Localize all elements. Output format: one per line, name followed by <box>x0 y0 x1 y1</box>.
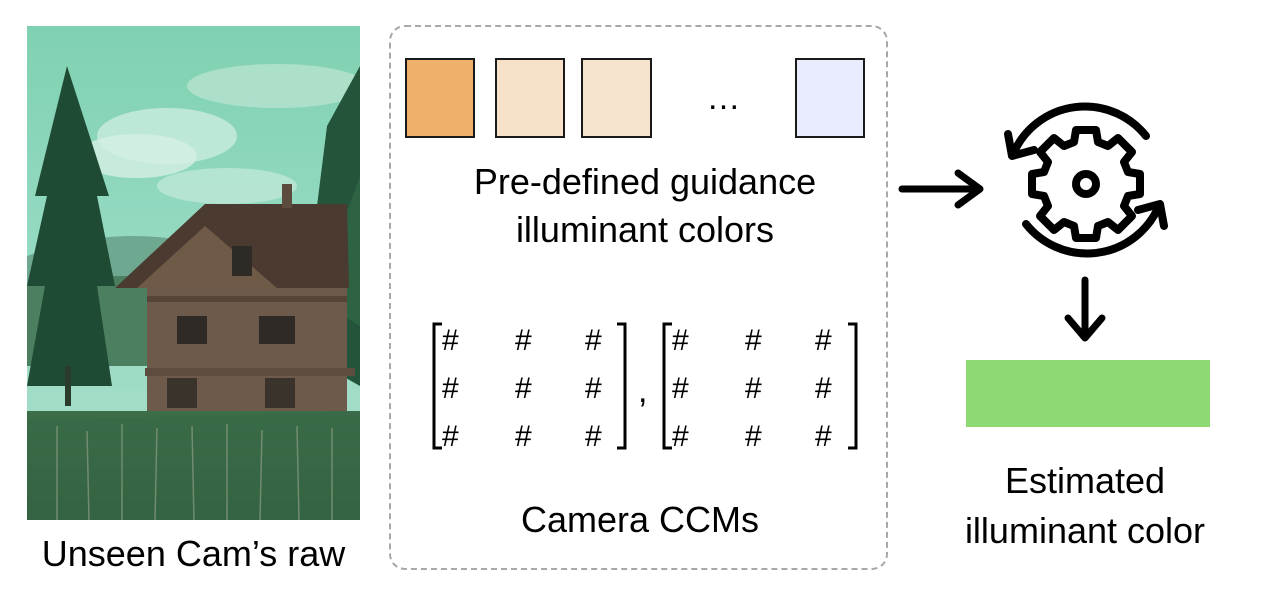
matrix-cell: # <box>745 420 762 453</box>
matrix-cell: # <box>672 324 689 357</box>
matrix-cell: # <box>585 324 602 357</box>
estimate-caption-line2: illuminant color <box>964 510 1206 551</box>
guidance-caption-line1: Pre-defined guidance <box>473 161 817 202</box>
bracket-left <box>662 322 672 450</box>
matrix-cell: # <box>442 420 459 453</box>
matrix-cell: # <box>585 420 602 453</box>
estimate-caption: Estimated illuminant color <box>920 456 1250 556</box>
matrix-cell: # <box>442 372 459 405</box>
raw-photo <box>27 26 367 521</box>
guidance-caption-line2: illuminant colors <box>515 209 775 250</box>
arrow-down-icon <box>1064 276 1106 342</box>
matrix-cell: # <box>585 372 602 405</box>
matrix-cell: # <box>672 420 689 453</box>
bracket-left <box>432 322 442 450</box>
ccm-matrices: # # # # # # # # # # # # # # # # # # , <box>432 322 858 453</box>
bracket-right <box>848 322 858 450</box>
guidance-swatch <box>405 58 475 138</box>
estimate-caption-line1: Estimated <box>1004 460 1166 501</box>
gear-cycle-icon <box>1004 102 1168 258</box>
matrix-cell: # <box>515 372 532 405</box>
estimated-color-swatch <box>966 360 1210 427</box>
matrix-cell: # <box>515 420 532 453</box>
matrix-cell: # <box>815 420 832 453</box>
guidance-swatch <box>581 58 652 138</box>
ccm-caption: Camera CCMs <box>520 499 760 540</box>
matrix-cell: # <box>672 372 689 405</box>
bracket-right <box>617 322 627 450</box>
matrix-cell: # <box>745 372 762 405</box>
matrix-cell: # <box>815 372 832 405</box>
matrix-cell: # <box>515 324 532 357</box>
guidance-caption: Pre-defined guidance illuminant colors <box>395 158 895 254</box>
matrix-cell: # <box>815 324 832 357</box>
photo-caption: Unseen Cam’s raw <box>41 533 346 574</box>
guidance-container <box>389 25 888 570</box>
ellipsis: … <box>706 79 744 117</box>
guidance-swatch <box>795 58 865 138</box>
matrix-cell: # <box>745 324 762 357</box>
arrow-right-icon <box>898 169 984 209</box>
guidance-swatch <box>495 58 565 138</box>
matrix-separator: , <box>638 372 647 410</box>
matrix-cell: # <box>442 324 459 357</box>
